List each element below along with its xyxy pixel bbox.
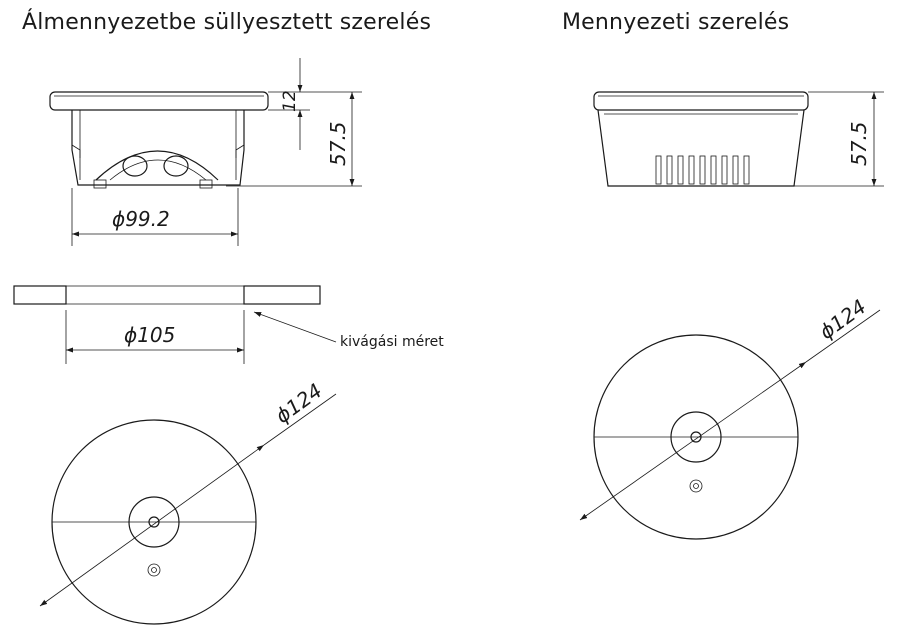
dim-99-2: ϕ99.2 (71, 188, 239, 246)
dim-12: 12 (268, 58, 310, 150)
cable-entry-dome (95, 150, 219, 181)
title-recessed-mounting: Álmennyezetbe süllyesztett szerelés (22, 10, 432, 35)
surface-vent-slots (655, 155, 750, 185)
cable-hole-right (163, 155, 189, 177)
dim-99-2-label: ϕ99.2 (112, 207, 170, 231)
ceiling-panel-left (13, 285, 67, 305)
dim-57-5-left-label: 57.5 (326, 121, 350, 166)
cutout-size-label: kivágási méret (340, 334, 444, 350)
recessed-plan-view: ϕ124 (39, 378, 337, 625)
surface-side-view (593, 91, 809, 187)
recessed-side-view (49, 91, 269, 189)
recessed-flange (49, 91, 269, 111)
surface-indicator-led (689, 479, 703, 493)
title-surface-mounting: Mennyezeti szerelés (562, 10, 790, 35)
dim-57-5-right-label: 57.5 (847, 121, 871, 166)
cable-hole-left (122, 155, 148, 177)
recessed-indicator-led (147, 563, 161, 577)
surface-plan-view: ϕ124 (579, 294, 881, 540)
surface-body (597, 109, 805, 187)
dim-12-label: 12 (280, 90, 300, 112)
dim-105-label: ϕ105 (124, 323, 175, 347)
recessed-body (71, 110, 245, 186)
surface-top-flange (593, 91, 809, 111)
ceiling-panel-right (243, 285, 321, 305)
dim-57-5-left: 57.5 (226, 91, 362, 187)
dim-57-5-right: 57.5 (794, 91, 884, 187)
ceiling-cutout: ϕ105 kivágási méret (13, 285, 444, 364)
